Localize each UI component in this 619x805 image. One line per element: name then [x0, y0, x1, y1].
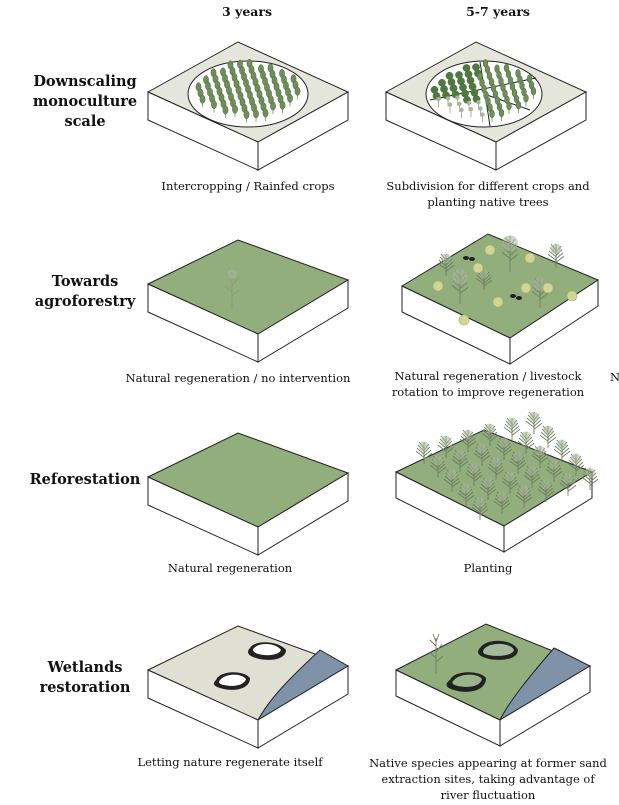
row-label-agroforestry: Towards agroforestry — [34, 273, 136, 310]
caption-agroforestry-57y: Natural regeneration / livestock rotatio… — [391, 369, 585, 399]
block-downscaling-57y — [384, 41, 588, 171]
planted-trees — [415, 411, 599, 520]
column-header-3-years: 3 years — [222, 4, 272, 19]
block-wetlands-3y — [146, 625, 350, 749]
column-header-5-7-years: 5-7 years — [466, 4, 530, 19]
caption-downscaling-3y: Intercropping / Rainfed crops — [161, 179, 335, 193]
caption-downscaling-57y: Subdivision for different crops and plan… — [386, 179, 590, 209]
agroforestry-trees — [432, 235, 578, 326]
caption-wetlands-3y: Letting nature regenerate itself — [137, 755, 323, 769]
crop-rows — [195, 58, 301, 123]
block-agroforestry-3y — [146, 239, 350, 363]
caption-reforestation-3y: Natural regeneration — [167, 561, 293, 575]
block-downscaling-3y — [146, 41, 350, 171]
block-reforestation-57y — [394, 411, 599, 553]
caption-wetlands-57y: Native species appearing at former sand … — [369, 756, 607, 802]
row-label-wetlands: Wetlands restoration — [39, 659, 131, 696]
crop-subdivisions — [430, 59, 537, 123]
caption-reforestation-57y: Planting — [463, 561, 513, 575]
block-agroforestry-57y — [400, 233, 600, 365]
livestock — [463, 256, 522, 300]
caption-agroforestry-3y: Natural regeneration / no intervention — [125, 371, 351, 385]
edge-cut-text: N — [610, 370, 619, 384]
block-wetlands-57y — [394, 623, 592, 747]
block-reforestation-3y — [146, 432, 350, 556]
row-label-downscaling: Downscaling monoculture scale — [32, 73, 138, 130]
row-label-reforestation: Reforestation — [29, 471, 141, 488]
